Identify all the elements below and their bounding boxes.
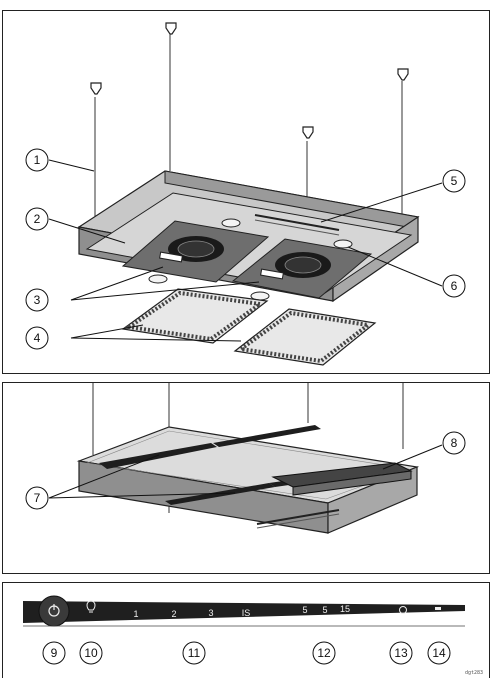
svg-text:1: 1 — [34, 153, 41, 167]
drawing-code: dgt283 — [465, 670, 483, 676]
hood-overview-drawing: 1 2 3 4 5 6 — [3, 11, 491, 375]
svg-text:14: 14 — [432, 646, 446, 660]
fan-level-3[interactable]: 3 — [208, 608, 213, 618]
callout-1: 1 — [26, 149, 48, 171]
fan-level-intensive[interactable]: IS — [242, 608, 251, 618]
delay-shutdown-button[interactable] — [435, 607, 441, 610]
control-panel-section: 1 2 3 IS 5 5 15 9 10 11 12 13 14 dgt283 — [2, 582, 490, 678]
svg-text:8: 8 — [451, 436, 458, 450]
callout-9: 9 — [43, 642, 65, 664]
svg-text:12: 12 — [317, 646, 331, 660]
svg-text:5: 5 — [451, 174, 458, 188]
svg-text:7: 7 — [34, 491, 41, 505]
callout-10: 10 — [80, 642, 102, 664]
callout-8: 8 — [443, 432, 465, 454]
callout-11: 11 — [183, 642, 205, 664]
control-panel-drawing: 1 2 3 IS 5 5 15 9 10 11 12 13 14 — [3, 583, 491, 679]
svg-text:9: 9 — [51, 646, 58, 660]
svg-text:6: 6 — [451, 279, 458, 293]
delay-icon — [435, 607, 441, 610]
hood-top-panel: 7 8 — [2, 382, 490, 574]
hood-top-drawing: 7 8 — [3, 383, 491, 575]
timer-value-2[interactable]: 5 — [322, 605, 327, 615]
fan-level-1[interactable]: 1 — [133, 609, 138, 619]
callout-14: 14 — [428, 642, 450, 664]
grease-filters — [123, 289, 375, 365]
callout-4: 4 — [26, 327, 48, 349]
svg-text:4: 4 — [34, 331, 41, 345]
callout-12: 12 — [313, 642, 335, 664]
fan-level-2[interactable]: 2 — [171, 609, 176, 619]
callout-2: 2 — [26, 208, 48, 230]
callout-5: 5 — [443, 170, 465, 192]
svg-text:3: 3 — [34, 293, 41, 307]
callout-7: 7 — [26, 487, 48, 509]
timer-value-3[interactable]: 15 — [340, 604, 350, 614]
callout-6: 6 — [443, 275, 465, 297]
callout-13: 13 — [390, 642, 412, 664]
svg-text:2: 2 — [34, 212, 41, 226]
svg-text:10: 10 — [84, 646, 98, 660]
svg-text:13: 13 — [394, 646, 408, 660]
timer-value-1[interactable]: 5 — [302, 605, 307, 615]
svg-text:11: 11 — [188, 646, 201, 660]
ceiling-anchors — [91, 23, 408, 138]
callout-3: 3 — [26, 289, 48, 311]
hood-overview-panel: 1 2 3 4 5 6 — [2, 10, 490, 374]
power-button[interactable] — [39, 596, 69, 626]
